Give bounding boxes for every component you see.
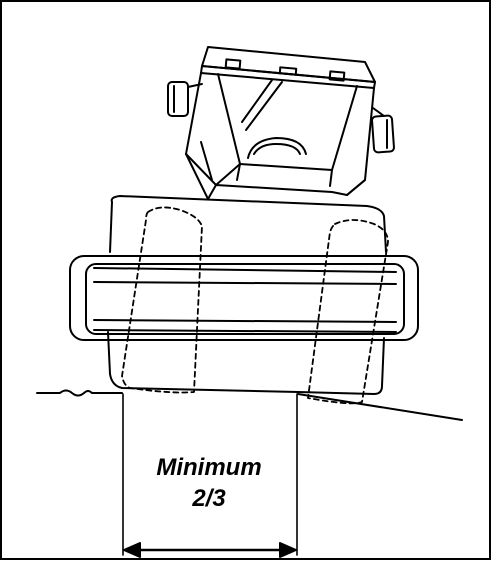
label-minimum: Minimum [156,454,261,481]
roller-drum [69,195,419,405]
ground-line [36,389,463,421]
roller-cab [167,46,395,200]
dimension-lines [122,393,298,556]
label-fraction: 2/3 [191,485,226,512]
dimension-arrow [123,542,297,558]
